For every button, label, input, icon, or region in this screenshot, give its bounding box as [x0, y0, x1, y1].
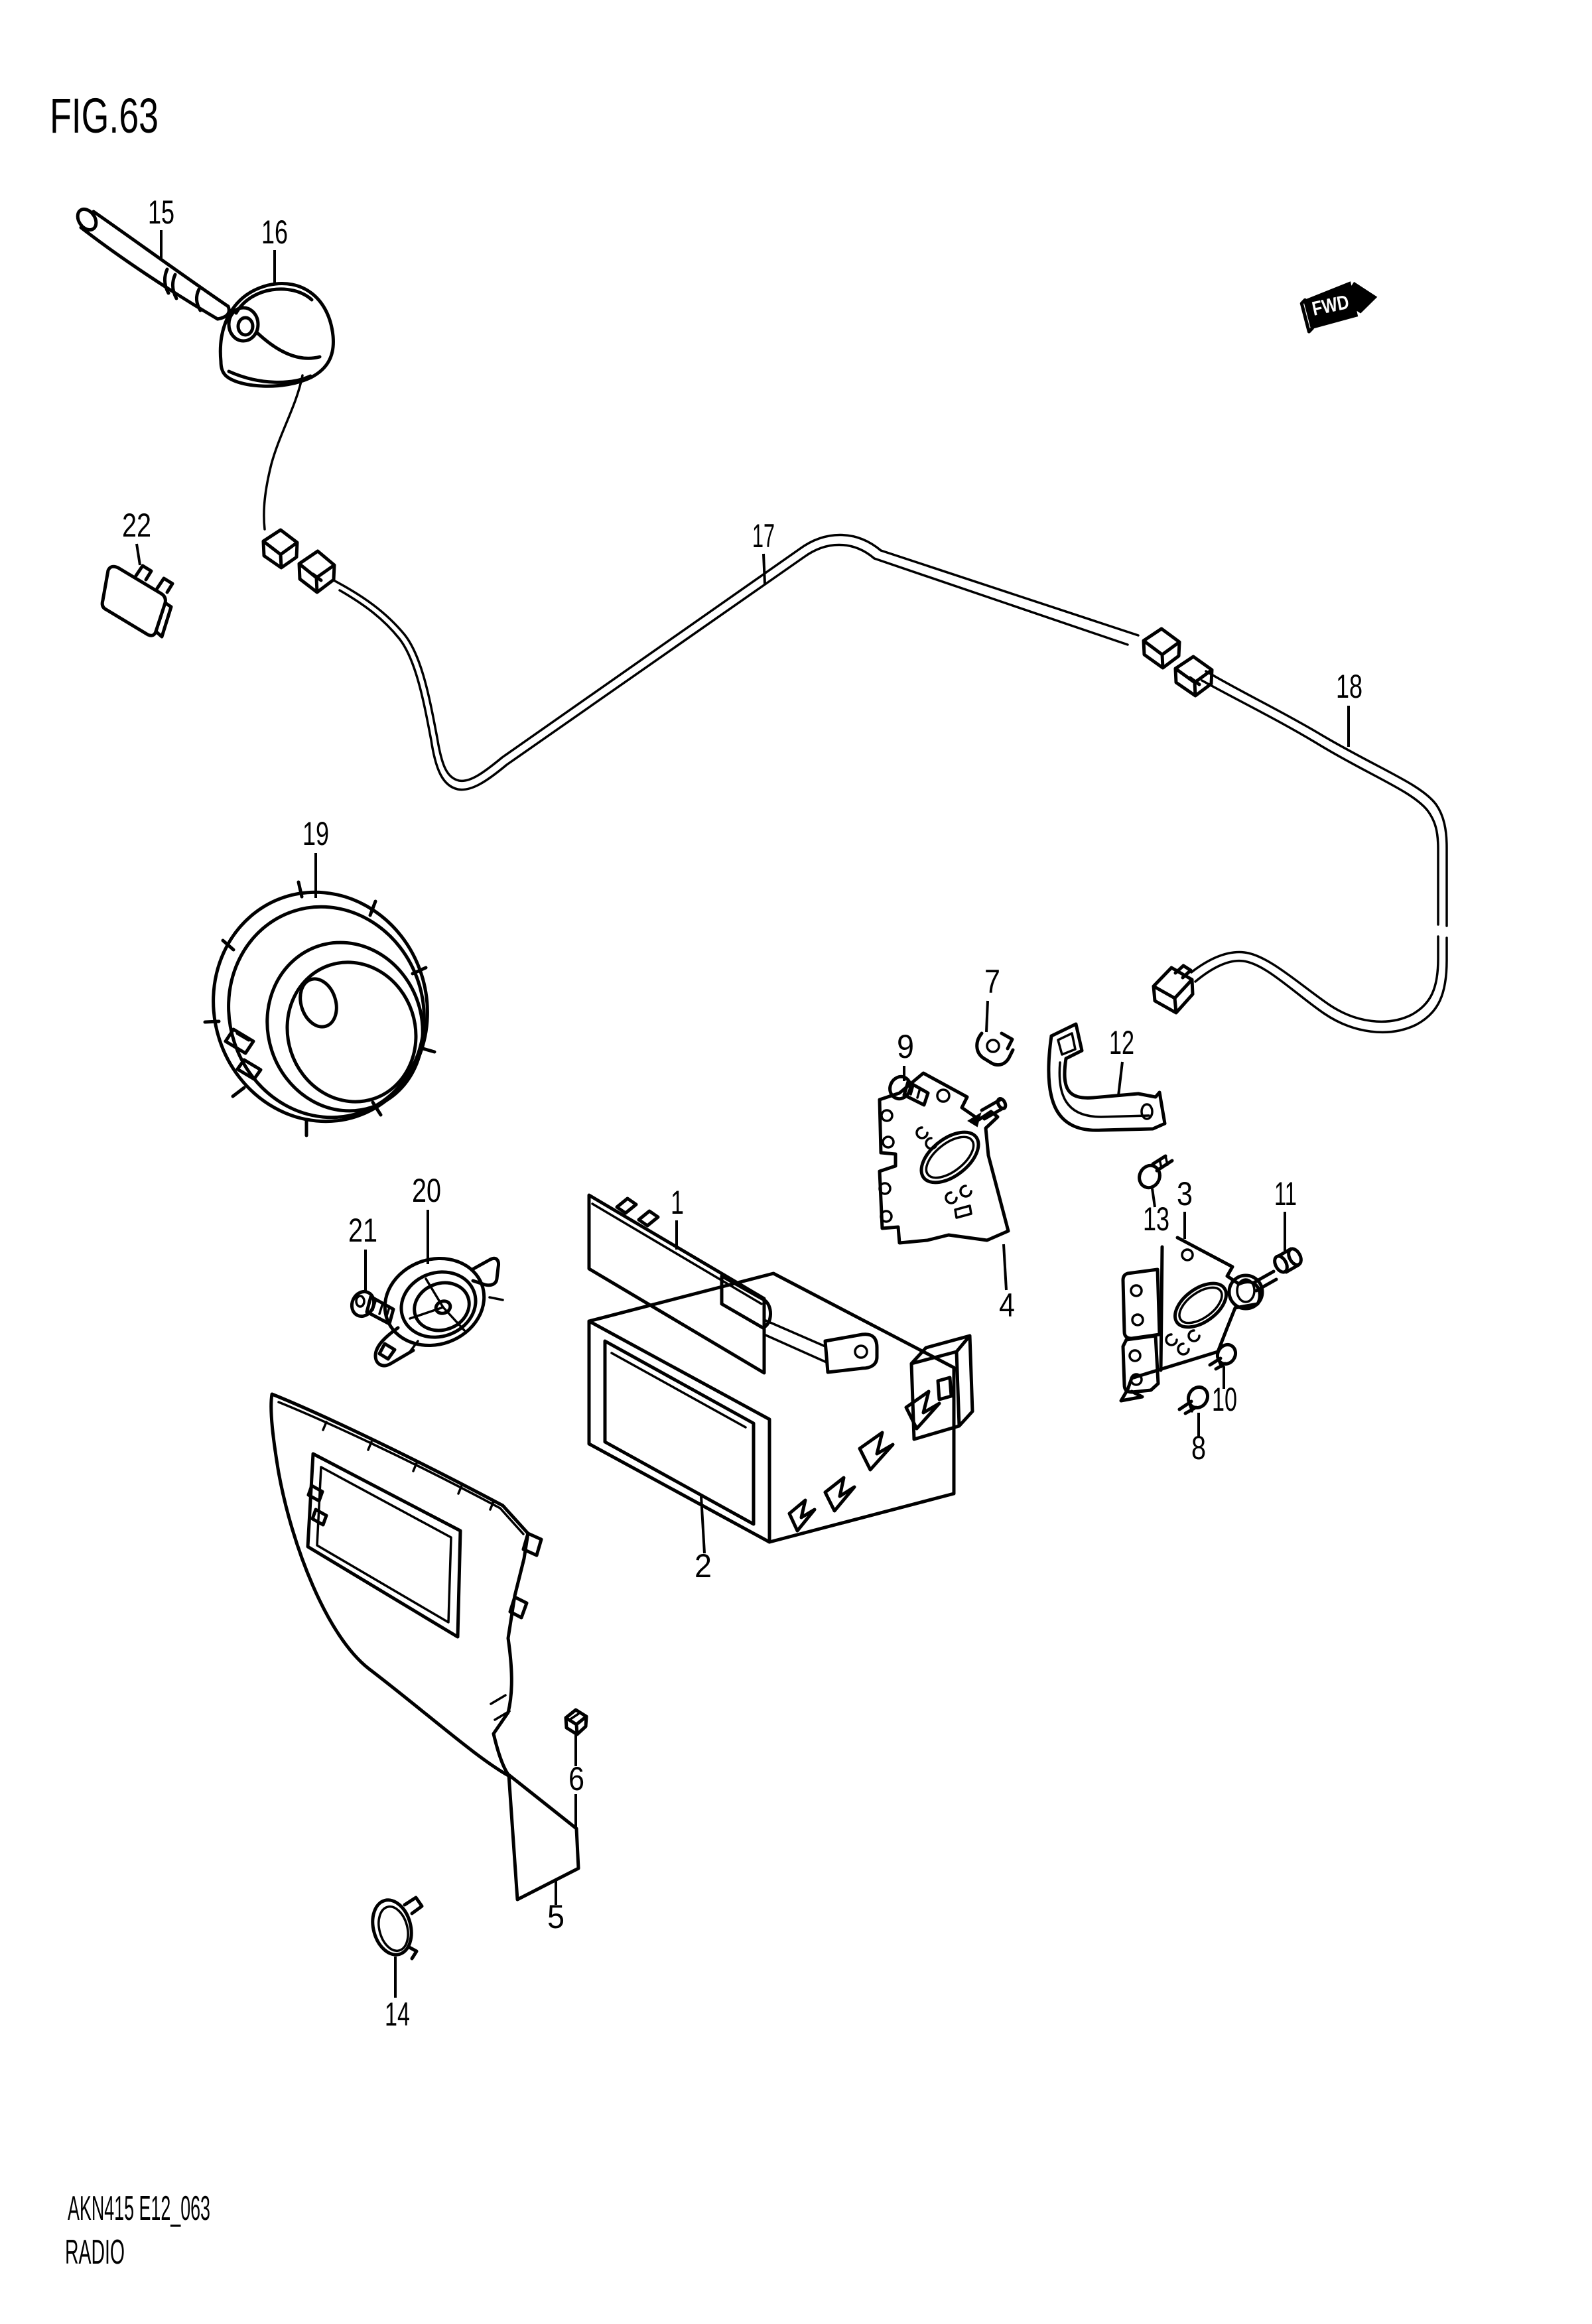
radio-bracket-left — [878, 1071, 1010, 1245]
cable-connector-pair — [1142, 627, 1214, 698]
figure-caption: RADIO — [65, 2233, 125, 2272]
clip-6 — [564, 1708, 588, 1736]
callout-3: 3 — [1177, 1175, 1193, 1212]
callout-12: 12 — [1109, 1024, 1134, 1061]
callout-15: 15 — [148, 194, 174, 231]
leader-lines — [135, 230, 1350, 1998]
callout-19: 19 — [302, 815, 329, 852]
support-bracket-12 — [1047, 1022, 1167, 1132]
callout-10: 10 — [1212, 1381, 1237, 1418]
screw-9 — [888, 1074, 930, 1107]
callout-6: 6 — [568, 1760, 584, 1797]
callout-22: 22 — [122, 507, 151, 544]
callout-9: 9 — [897, 1028, 914, 1065]
center-trim-bezel — [269, 1392, 580, 1902]
callout-14: 14 — [385, 1996, 410, 2033]
callout-5: 5 — [547, 1898, 564, 1935]
callout-18: 18 — [1336, 668, 1362, 705]
antenna-cable-connectors — [261, 528, 336, 594]
callout-16: 16 — [261, 214, 288, 251]
tweeter-speaker — [373, 1256, 504, 1368]
callout-21: 21 — [348, 1212, 377, 1249]
screw-21 — [350, 1290, 395, 1326]
knob-11 — [1273, 1247, 1303, 1274]
antenna-base — [218, 282, 335, 531]
drawing-code: AKN415 E12_063 — [68, 2189, 210, 2228]
callout-2: 2 — [695, 1547, 712, 1584]
callout-7: 7 — [984, 963, 1000, 1000]
radio-bracket-right — [1119, 1236, 1278, 1403]
callouts: 1 2 3 4 5 6 7 8 9 10 11 12 13 14 15 16 1… — [122, 194, 1362, 2033]
door-speaker — [203, 880, 436, 1137]
antenna-cable — [334, 533, 1140, 791]
callout-8: 8 — [1191, 1429, 1206, 1466]
grommet-14 — [371, 1896, 424, 1961]
screw-13 — [1138, 1154, 1174, 1190]
figure-title: FIG.63 — [50, 88, 159, 143]
callout-13: 13 — [1143, 1200, 1169, 1238]
callout-1: 1 — [671, 1184, 684, 1221]
radio-pocket-plate — [587, 1193, 879, 1375]
callout-20: 20 — [412, 1172, 441, 1209]
screw-10 — [1208, 1342, 1238, 1371]
clip-7 — [975, 1031, 1015, 1067]
bezel-sheet-panel — [507, 1773, 580, 1902]
screw-8 — [1177, 1385, 1210, 1415]
radio-mounting-sleeve — [587, 1271, 974, 1544]
antenna-clip — [100, 564, 174, 639]
rear-antenna-cable — [1152, 670, 1448, 1034]
fwd-arrow-icon: FWD — [1299, 281, 1378, 334]
callout-4: 4 — [999, 1287, 1015, 1324]
callout-17: 17 — [752, 517, 775, 554]
callout-11: 11 — [1274, 1175, 1297, 1212]
